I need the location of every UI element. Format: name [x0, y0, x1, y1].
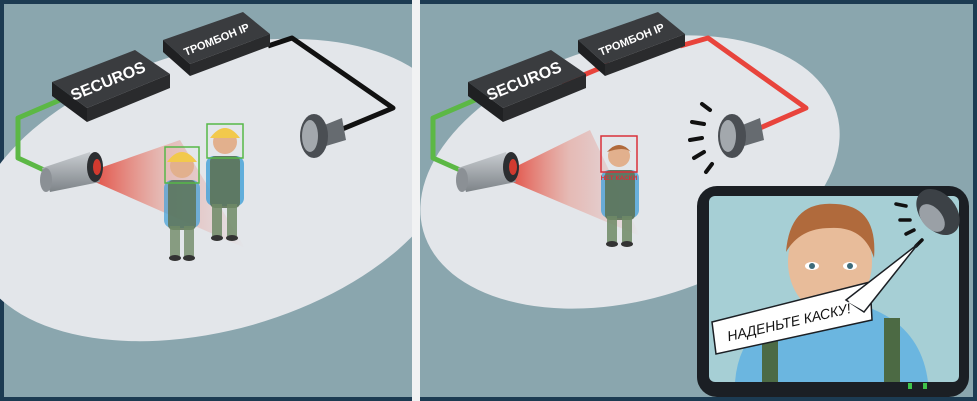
left-wire-speaker: [267, 35, 396, 133]
right-trombon-box: ТРОМБОН IP: [578, 12, 685, 76]
left-panel: SECUROS ТРОМБОН IP: [0, 4, 459, 397]
left-worker-2: [206, 123, 244, 241]
right-wire-camera: [430, 97, 476, 173]
right-worker: НЕТ КАСКИ: [600, 135, 639, 247]
monitor-led-2: [923, 383, 927, 389]
left-worker-1: [164, 146, 200, 261]
left-worker-2-helmet-icon: [210, 128, 240, 138]
left-worker-1-detection-box: [164, 146, 200, 184]
left-worker-2-detection-box: [206, 123, 244, 159]
left-trombon-box: ТРОМБОН IP: [163, 12, 270, 76]
left-camera-icon: [40, 152, 103, 192]
right-wire-speaker: [679, 35, 809, 131]
right-securos-box: SECUROS: [468, 50, 586, 122]
no-helmet-label: НЕТ КАСКИ: [601, 175, 638, 182]
right-detection-box: [600, 135, 638, 173]
right-panel: SECUROS ТРОМБОН IP: [420, 4, 973, 397]
left-worker-1-helmet-icon: [167, 152, 197, 162]
panel-divider: [412, 0, 420, 401]
left-speaker-icon: [300, 114, 346, 158]
monitor-led-1: [908, 383, 912, 389]
right-speaker-icon: [688, 102, 764, 174]
monitor: НАДЕНЬТЕ КАСКУ!: [697, 186, 969, 397]
right-speaker-sound-waves-icon: [688, 102, 714, 174]
right-camera-icon: [456, 152, 519, 192]
left-wire-camera: [15, 97, 61, 173]
